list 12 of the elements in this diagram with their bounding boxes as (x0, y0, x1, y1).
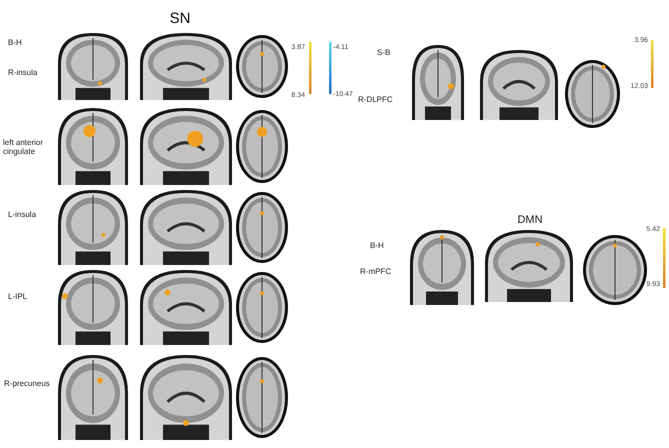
region-label: R-precuneus (4, 379, 50, 388)
section-title: SN (170, 10, 190, 28)
group-label: B-H (370, 241, 384, 250)
group-label: B-H (8, 38, 22, 48)
region-label: R-mPFC (360, 267, 392, 276)
group-label: S-B (377, 48, 390, 58)
region-label: L-IPL (8, 292, 28, 302)
section-title: DMN (517, 214, 543, 227)
region-label: R-insula (8, 68, 38, 78)
region-label: R-DLPFC (358, 95, 393, 104)
region-label: left anterior cingulate (3, 138, 44, 156)
region-label: L-insula (8, 210, 36, 220)
